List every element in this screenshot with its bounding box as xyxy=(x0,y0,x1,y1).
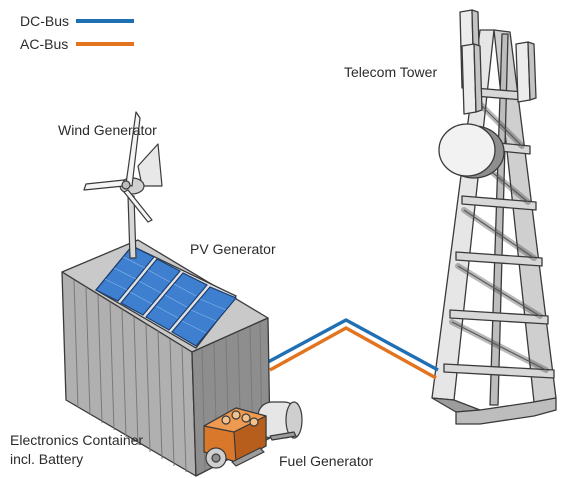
telecom-tower xyxy=(431,9,557,425)
pv-panel-4 xyxy=(171,286,237,347)
fuel-generator-label: Fuel Generator xyxy=(279,453,374,469)
legend-ac-swatch xyxy=(76,42,134,46)
legend-dc-label: DC-Bus xyxy=(20,13,70,29)
wind-generator-label: Wind Generator xyxy=(58,122,157,138)
electronics-container-label-line1: Electronics Container xyxy=(10,432,144,448)
dc-bus-line xyxy=(267,318,439,372)
legend-ac-bus: AC-Bus xyxy=(20,36,134,52)
bus-lines xyxy=(267,318,439,380)
ac-bus-line xyxy=(269,326,437,380)
pv-generator-label: PV Generator xyxy=(190,241,276,257)
legend-dc-swatch xyxy=(76,19,134,23)
wind-generator xyxy=(83,111,163,259)
legend-dc-bus: DC-Bus xyxy=(20,13,134,29)
telecom-tower-label: Telecom Tower xyxy=(344,64,438,80)
electronics-container-label-line2: incl. Battery xyxy=(10,451,84,467)
legend-ac-label: AC-Bus xyxy=(20,36,69,52)
fuel-generator xyxy=(203,401,303,469)
pv-generator xyxy=(95,245,238,349)
